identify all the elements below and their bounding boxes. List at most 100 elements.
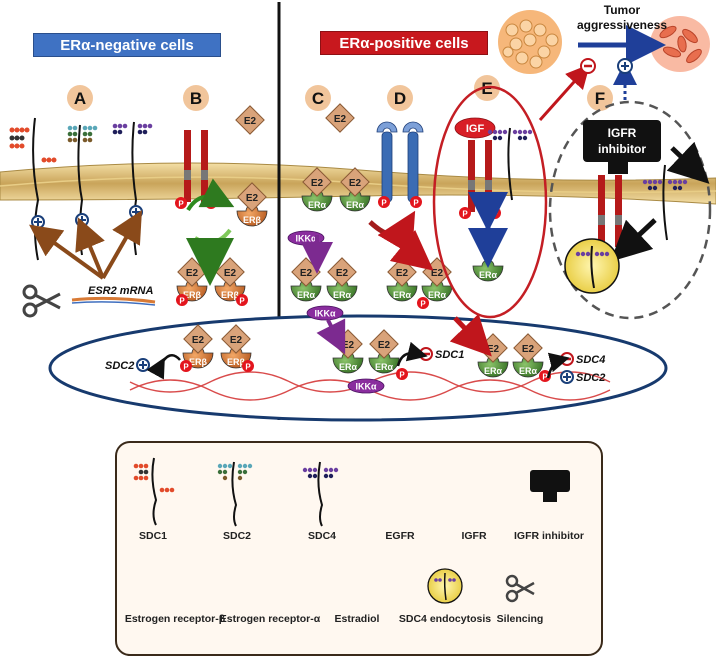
legend-label-er-alpha: Estrogen receptor-α	[220, 613, 321, 625]
plus-icon-a2	[75, 213, 89, 227]
e2-label: E2	[378, 340, 391, 351]
tumor-label-line1: Tumor	[604, 3, 641, 17]
e2-label: E2	[334, 114, 347, 125]
er-beta-label: ERβ	[189, 357, 208, 367]
minus-icon-sdc4	[560, 352, 574, 366]
ikk-label: IKKα	[314, 309, 335, 319]
panel-a-syndecans: ESR2 mRNA	[9, 117, 156, 318]
er-alpha-label: ERα	[484, 366, 503, 376]
svg-text:inhibitor: inhibitor	[598, 142, 646, 156]
panel-a-letter: A	[67, 85, 93, 111]
e2-label: E2	[336, 268, 349, 279]
gene-labels: SDC2 SDC1 SDC4 SDC2	[105, 341, 605, 384]
gene-sdc1: SDC1	[435, 349, 464, 361]
legend-label-sdc1: SDC1	[139, 530, 167, 542]
panel-c-free-e2: E2	[325, 103, 355, 133]
p-label: P	[492, 210, 498, 219]
legend-box	[115, 441, 603, 656]
phospho-icon: P	[489, 207, 501, 219]
igf-ligand: IGF	[454, 117, 496, 139]
estradiol-diamond: E2	[327, 257, 357, 287]
er-alpha-label: ERα	[308, 200, 327, 210]
panel-letters: A B C D E F	[67, 75, 613, 111]
panel-b-letter: B	[183, 85, 209, 111]
p-label: P	[413, 199, 419, 208]
p-label: P	[420, 300, 426, 309]
panel-cd-arrows	[301, 210, 492, 357]
ikk-label: IKKα	[295, 234, 316, 244]
legend-sdc4-icon	[302, 461, 339, 527]
gene-sdc2-right: SDC2	[576, 372, 605, 384]
er-beta-label: ERβ	[243, 215, 262, 225]
panel-d-letter: D	[387, 85, 413, 111]
sdc4-endocytosis-vesicle	[564, 238, 620, 294]
f-arrow-1	[666, 141, 710, 184]
panel-d-egfr	[376, 121, 424, 203]
estradiol-diamond: E2	[422, 257, 452, 287]
esr2-mrna-label: ESR2 mRNA	[88, 285, 153, 297]
igf-label: IGF	[466, 123, 485, 135]
phospho-icon: P	[176, 294, 188, 306]
e2-label: E2	[311, 178, 324, 189]
legend-igfr-inhibitor-icon	[530, 470, 570, 502]
plus-icon-tumor	[617, 58, 633, 74]
e2-label: E2	[230, 335, 243, 346]
phospho-icon: P	[459, 207, 471, 219]
estradiol-diamond: E2	[369, 329, 399, 359]
estradiol-diamond: E2	[302, 167, 332, 197]
er-positive-cells-label: ERα-positive cells	[320, 31, 488, 55]
p-label: P	[542, 373, 548, 382]
e-to-tumor-arrow	[538, 64, 590, 121]
er-beta-label: ERβ	[227, 357, 246, 367]
legend-label-igfr-inhibitor: IGFR inhibitor	[514, 530, 584, 542]
phospho-icon: P	[539, 370, 551, 382]
er-alpha-label: ERα	[339, 362, 358, 372]
phospho-icon: P	[175, 197, 187, 209]
e2-label: E2	[244, 116, 257, 127]
panel-b-arrows	[186, 178, 235, 286]
legend-label-igfr: IGFR	[461, 530, 486, 542]
er-alpha-label: ERα	[393, 290, 412, 300]
svg-text:B: B	[190, 89, 202, 108]
legend-scissors-icon	[505, 574, 535, 603]
svg-text:D: D	[394, 89, 406, 108]
legend-label-estradiol: Estradiol	[335, 613, 380, 625]
estradiol-diamond: E2	[291, 257, 321, 287]
p-label: P	[245, 363, 251, 372]
p-label: P	[178, 200, 184, 209]
er-beta-label: ERβ	[183, 290, 202, 300]
p-label: P	[179, 297, 185, 306]
estradiol-diamond: E2	[177, 257, 207, 287]
phospho-icon: P	[410, 196, 422, 208]
phospho-icon: P	[242, 360, 254, 372]
er-negative-cells-label: ERα-negative cells	[33, 33, 221, 57]
panel-e-sdc4	[487, 127, 533, 201]
er-alpha-label: ERα	[428, 290, 447, 300]
e2-label: E2	[431, 268, 444, 279]
e2-label: E2	[396, 268, 409, 279]
igfr-inhibitor-box: IGFR inhibitor	[583, 120, 661, 174]
e2-label: E2	[224, 268, 237, 279]
e2-label: E2	[300, 268, 313, 279]
legend-label-sdc4: SDC4	[308, 530, 336, 542]
gene-sdc4: SDC4	[576, 354, 605, 366]
phospho-icon: P	[236, 294, 248, 306]
p-label: P	[183, 363, 189, 372]
panel-e-igfr	[468, 140, 492, 212]
legend-label-er-beta: Estrogen receptor-β	[125, 613, 226, 625]
e2-label: E2	[192, 335, 205, 346]
e2-label: E2	[487, 344, 500, 355]
minus-icon-sdc1	[419, 347, 433, 361]
gene-sdc2-left: SDC2	[105, 360, 134, 372]
svg-text:IGFR: IGFR	[608, 126, 637, 140]
estradiol-diamond: E2	[513, 333, 543, 363]
phospho-icon: P	[378, 196, 390, 208]
er-alpha-label: ERα	[519, 366, 538, 376]
e2-label: E2	[186, 268, 199, 279]
e2-label: E2	[246, 193, 259, 204]
panel-f-sdc4	[642, 164, 688, 241]
minus-icon-tumor	[580, 58, 596, 74]
legend: SDC1 SDC2 SDC4 EGFR IGFR IGFR inhibitor …	[125, 457, 584, 625]
legend-sdc2-icon	[217, 461, 253, 527]
legend-sdc4-endocytosis-icon	[427, 568, 463, 604]
